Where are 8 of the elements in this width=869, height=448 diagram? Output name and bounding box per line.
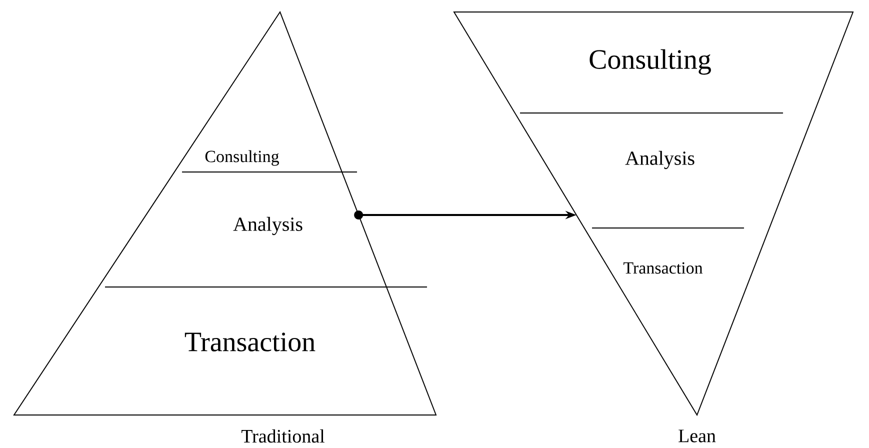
level-label: Consulting (590, 49, 711, 75)
level-label: Transaction (624, 262, 703, 274)
pyramid-caption: Traditional (241, 429, 325, 443)
level-label: Analysis (233, 216, 302, 236)
pyramid-caption: Lean (678, 430, 716, 442)
level-label: Transaction (184, 332, 316, 352)
level-label: Consulting (205, 150, 279, 166)
level-label: Analysis (625, 150, 694, 170)
